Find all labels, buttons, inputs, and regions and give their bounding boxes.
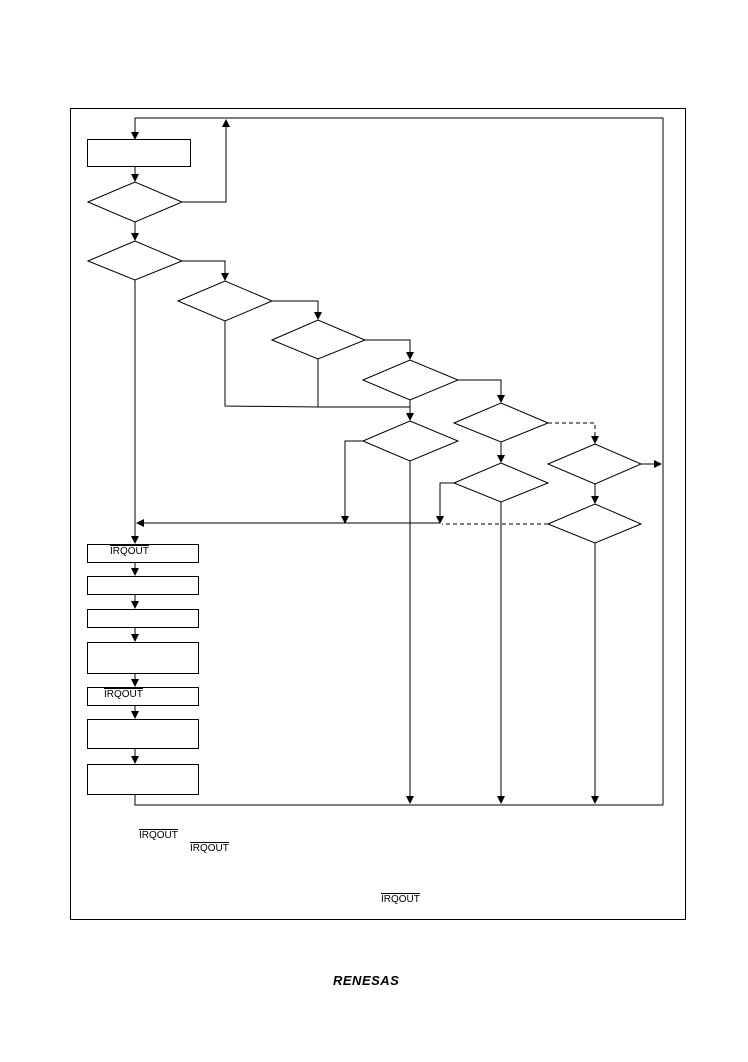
process-box-irqout-1 [87,544,199,563]
renesas-logo: RENESAS [333,973,400,988]
process-box-7 [87,764,199,795]
loop-top-line [131,117,664,805]
process-box-6 [87,719,199,749]
decision-diamond-4 [270,319,367,360]
decision-diamond-7 [452,402,550,443]
process-box-2 [87,576,199,595]
process-box-irqout-2 [87,687,199,706]
irqout-label-1: IRQOUT [110,546,149,557]
figure-frame [70,108,686,920]
irqout-label-2: IRQOUT [104,689,143,700]
note-irqout-c: IRQOUT [381,894,420,905]
note-irqout-b: IRQOUT [190,843,229,854]
decision-diamond-10 [546,503,643,544]
decision-diamond-2 [86,240,184,281]
dashed-connectors [442,422,599,525]
decision-diamond-5 [361,359,460,401]
decision-diamond-6 [361,420,460,462]
decision-diamond-9 [546,443,643,485]
process-box-top [87,139,191,167]
note-irqout-a: IRQOUT [139,830,178,841]
decision-diamond-8 [452,462,550,503]
process-box-3 [87,609,199,628]
connector-lines [131,117,664,806]
decision-diamond-3 [176,280,274,322]
decision-diamond-1 [86,181,184,223]
process-box-4 [87,642,199,674]
